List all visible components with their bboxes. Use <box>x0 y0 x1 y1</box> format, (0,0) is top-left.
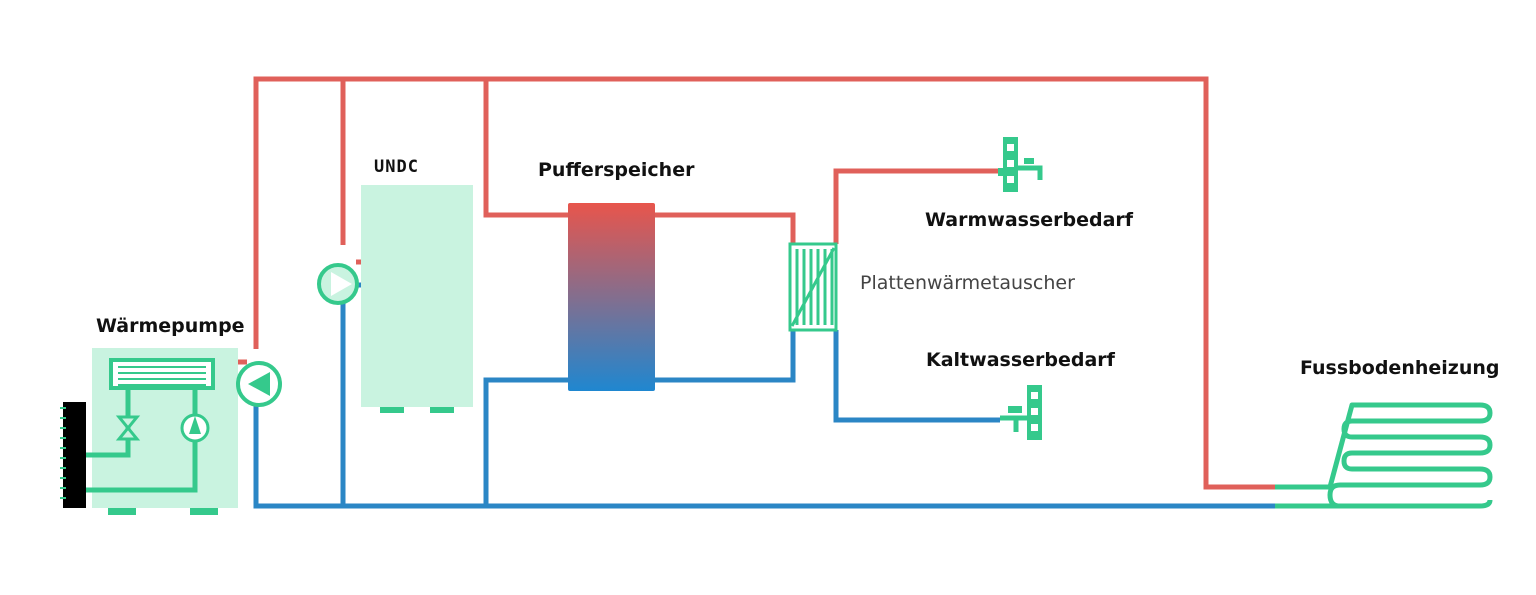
undc-pump-icon <box>317 263 359 305</box>
heat-pump-foot-left <box>108 508 136 515</box>
label-waermepumpe: Wärmepumpe <box>96 315 245 337</box>
buffer-hot-inlet <box>483 79 570 218</box>
heat-pump-fins <box>63 402 86 508</box>
buffer-tank <box>568 203 655 391</box>
undc-foot-left <box>380 407 404 413</box>
refrigerant-circuit <box>86 388 131 458</box>
label-fussbodenheizung: Fussbodenheizung <box>1300 357 1500 379</box>
compressor-icon <box>180 413 210 443</box>
label-kaltwasserbedarf: Kaltwasserbedarf <box>926 349 1115 371</box>
undc-body <box>361 185 473 407</box>
main-cold-return <box>253 402 1275 509</box>
hot-supply-pipes <box>222 76 1275 490</box>
coldwater-line <box>833 330 1000 423</box>
tap-icon-warmwater <box>998 137 1043 192</box>
pump-icon <box>236 361 282 407</box>
main-hot-loop <box>253 76 1275 490</box>
expansion-valve-icon <box>115 415 141 441</box>
label-pufferspeicher: Pufferspeicher <box>538 159 695 181</box>
buffer-cold-inlet <box>654 330 796 383</box>
buffer-hot-outlet <box>654 212 796 244</box>
heat-pump-unit <box>60 348 238 515</box>
heat-exchanger-icon <box>788 242 838 332</box>
undc-foot-right <box>430 407 454 413</box>
warmwater-hot-line <box>833 168 1000 244</box>
label-warmwasserbedarf: Warmwasserbedarf <box>925 209 1134 231</box>
label-undc: UNDC <box>374 157 419 177</box>
label-plattenwaermetauscher: Plattenwärmetauscher <box>860 272 1075 294</box>
heat-pump-fin-teeth <box>60 407 66 499</box>
heat-pump-foot-right <box>190 508 218 515</box>
condenser-lines <box>118 366 206 386</box>
undc-unit <box>361 185 473 413</box>
buffer-cold-outlet <box>483 377 570 506</box>
tap-icon-coldwater <box>1000 385 1042 440</box>
floor-heating-coil-icon <box>1275 402 1493 509</box>
